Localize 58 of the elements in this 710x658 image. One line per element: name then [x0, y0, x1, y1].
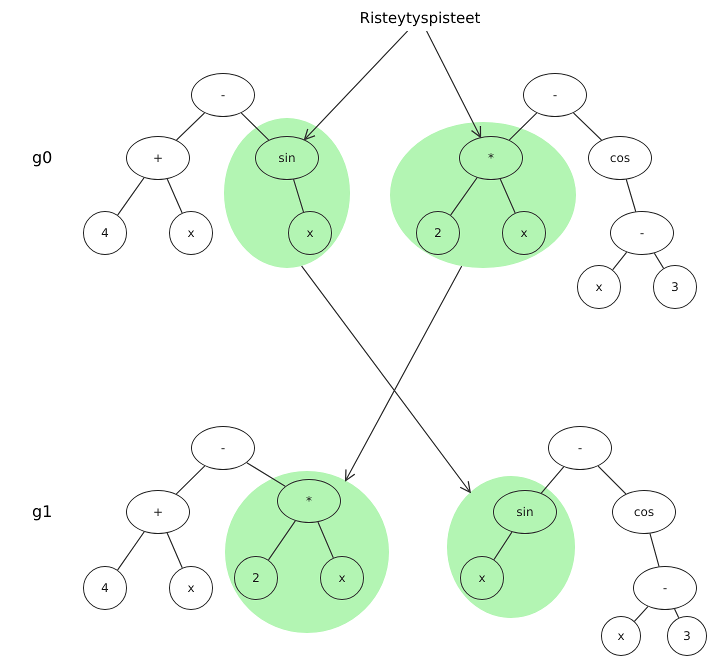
arrow	[304, 30, 408, 140]
operator-node: -	[548, 426, 612, 470]
tree-edge	[176, 466, 206, 494]
tree-edge	[317, 522, 334, 558]
row-label: g1	[32, 502, 52, 521]
operator-node: sin	[493, 490, 557, 534]
leaf-node: 2	[234, 556, 278, 600]
tree-edge	[240, 112, 270, 140]
tree-edge	[166, 532, 183, 568]
tree-edge	[450, 177, 478, 216]
leaf-node: 4	[83, 211, 127, 255]
operator-node: -	[633, 566, 697, 610]
leaf-node: 4	[83, 566, 127, 610]
operator-node: *	[277, 479, 341, 523]
tree-edge	[117, 177, 144, 216]
operator-node: cos	[612, 490, 676, 534]
tree-edge	[268, 520, 296, 560]
operator-node: -	[610, 211, 674, 255]
leaf-node: 3	[667, 616, 707, 656]
tree-edge	[654, 252, 664, 269]
arrow	[301, 266, 471, 493]
tree-edge	[494, 532, 512, 560]
leaf-node: x	[320, 556, 364, 600]
operator-node: -	[523, 73, 587, 117]
leaf-node: x	[601, 616, 641, 656]
tree-edge	[246, 462, 286, 487]
operator-node: +	[126, 490, 190, 534]
operator-node: sin	[255, 136, 319, 180]
tree-edge	[540, 466, 564, 494]
tree-edge	[166, 178, 183, 214]
tree-edge	[674, 608, 680, 618]
tree-edge	[573, 112, 602, 141]
tree-edge	[293, 179, 304, 212]
tree-edge	[117, 531, 145, 570]
operator-node: -	[191, 73, 255, 117]
leaf-node: x	[169, 566, 213, 610]
tree-edge	[626, 179, 636, 212]
operator-node: +	[126, 136, 190, 180]
tree-edge	[612, 252, 628, 270]
arrow	[426, 30, 482, 138]
tree-edge	[598, 466, 626, 494]
tree-edge	[508, 112, 538, 140]
tree-edge	[649, 533, 660, 567]
arrow	[344, 266, 462, 482]
leaf-node: x	[460, 556, 504, 600]
leaf-node: 3	[653, 265, 697, 309]
leaf-node: x	[169, 211, 213, 255]
leaf-node: x	[288, 211, 332, 255]
tree-edge	[500, 178, 516, 214]
leaf-node: x	[577, 265, 621, 309]
leaf-node: x	[502, 211, 546, 255]
leaf-node: 2	[416, 211, 460, 255]
operator-node: *	[459, 136, 523, 180]
row-label: g0	[32, 148, 52, 167]
operator-node: -	[191, 426, 255, 470]
tree-edge	[176, 112, 205, 141]
operator-node: cos	[588, 136, 652, 180]
tree-edge	[634, 606, 648, 622]
